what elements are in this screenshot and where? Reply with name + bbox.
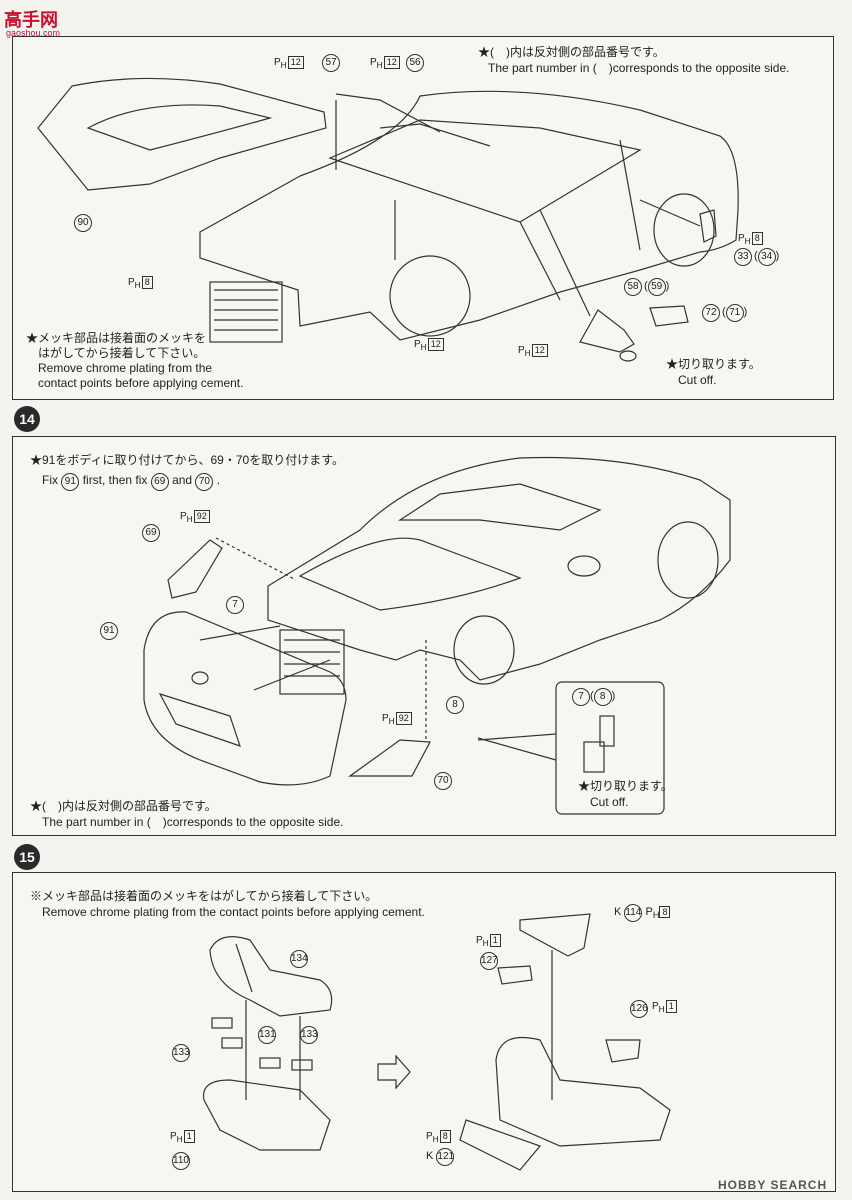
part-58: 58 xyxy=(624,278,642,296)
carbon-strip xyxy=(459,1119,542,1171)
step14-note-bottom-en: The part number in ( )corresponds to the… xyxy=(42,815,344,829)
step13-note-bottom-en-2: contact points before applying cement. xyxy=(38,376,244,390)
step15-badge: 15 xyxy=(14,844,40,870)
part-69: 69 xyxy=(142,524,160,542)
step14-panel xyxy=(12,436,836,836)
part-56: 56 xyxy=(406,54,424,72)
hood-part xyxy=(37,77,327,191)
step14-badge: 14 xyxy=(14,406,40,432)
part-33: 33 xyxy=(734,248,752,266)
step14-cut-jp: ★切り取ります。 xyxy=(578,779,673,793)
step13-note-bottom-jp-1: ★メッキ部品は接着面のメッキを xyxy=(26,331,207,345)
step14-note-bottom-jp: ★( )内は反対側の部品番号です。 xyxy=(30,799,217,813)
part-134: 134 xyxy=(290,950,308,968)
step13-panel xyxy=(12,36,834,400)
watermark-logo: 高手网 xyxy=(4,6,58,32)
part-110: 110 xyxy=(172,1152,190,1170)
step14-note-jp: ★91をボディに取り付けてから、69・70を取り付けます。 xyxy=(30,453,345,467)
car-body-14 xyxy=(267,456,731,681)
part-131: 131 xyxy=(258,1026,276,1044)
part-57: 57 xyxy=(322,54,340,72)
part-7: 7 xyxy=(226,596,244,614)
seat-assembled xyxy=(495,1036,671,1147)
step15-note-en: Remove chrome plating from the contact p… xyxy=(42,905,425,919)
part-133-left: 133 xyxy=(172,1044,190,1062)
step13-cut-jp: ★切り取ります。 xyxy=(666,357,761,371)
headlight-69 xyxy=(167,539,223,599)
part-127: 127 xyxy=(480,952,498,970)
part-121-label: K 121 xyxy=(426,1148,455,1166)
seat-frame xyxy=(519,913,591,957)
front-bumper xyxy=(143,611,347,786)
step13-note-top-jp: ★( )内は反対側の部品番号です。 xyxy=(478,45,665,59)
part-126: 126 xyxy=(630,1000,648,1018)
watermark-brand: 高手网 xyxy=(4,10,58,30)
step13-note-bottom-en-1: Remove chrome plating from the xyxy=(38,361,213,375)
car-body-13 xyxy=(199,90,739,341)
part-72: 72 xyxy=(702,304,720,322)
step15-panel xyxy=(12,872,836,1192)
mirror-part xyxy=(579,309,635,353)
step13-note-top-en: The part number in ( )corresponds to the… xyxy=(488,61,790,75)
pin-label: 7(8) xyxy=(572,688,615,706)
step14-cut-en: Cut off. xyxy=(590,795,629,809)
part-90: 90 xyxy=(74,214,92,232)
part-70: 70 xyxy=(434,772,452,790)
seat-back xyxy=(209,936,333,1017)
step15-note-jp: ※メッキ部品は接着面のメッキをはがしてから接着して下さい。 xyxy=(30,889,378,903)
part-8: 8 xyxy=(446,696,464,714)
step13-note-bottom-jp-2: はがしてから接着して下さい。 xyxy=(38,346,206,360)
watermark-bottom: HOBBY SEARCH xyxy=(718,1178,828,1192)
step13-cut-en: Cut off. xyxy=(678,373,717,387)
part-34-label: (34) xyxy=(754,248,779,266)
seat-base xyxy=(202,1079,331,1151)
part-133-right: 133 xyxy=(300,1026,318,1044)
part-71-label: (71) xyxy=(722,304,747,322)
part-59-label: (59) xyxy=(644,278,669,296)
flow-arrow xyxy=(377,1054,411,1090)
part-91: 91 xyxy=(100,622,118,640)
grille-part xyxy=(209,281,283,343)
watermark-url: gaoshou.com xyxy=(6,28,61,38)
headlight-70 xyxy=(348,739,431,777)
step14-note-en: Fix 91 first, then fix 69 and 70 . xyxy=(42,472,220,491)
